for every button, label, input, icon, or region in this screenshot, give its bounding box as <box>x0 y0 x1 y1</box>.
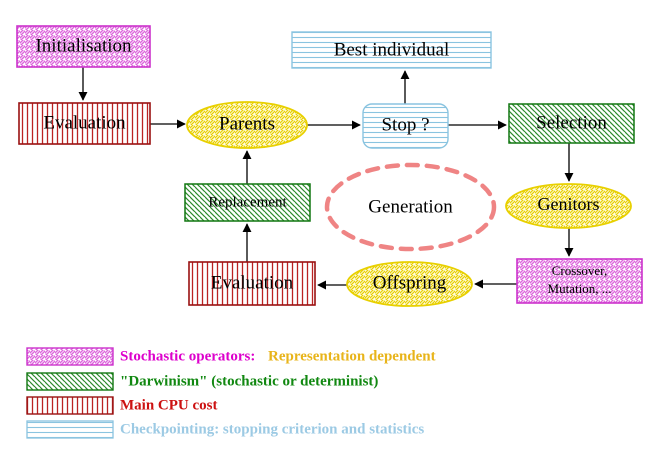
node-generation: Generation <box>324 162 497 252</box>
best-individual-box[interactable] <box>291 31 492 69</box>
stop-box[interactable] <box>362 103 449 149</box>
genitors-ellipse[interactable] <box>505 183 632 229</box>
node-offspring[interactable]: Offspring <box>346 261 473 307</box>
node-stop[interactable]: Stop ? <box>362 103 449 149</box>
legend-item-darwinism: "Darwinism" (stochastic or determinist) <box>26 372 378 391</box>
selection-box[interactable] <box>508 103 635 144</box>
legend-label-main-cpu-cost: Main CPU cost <box>120 397 218 413</box>
evaluation-top-box[interactable] <box>18 102 151 145</box>
stop-label: Stop ? <box>381 114 429 135</box>
legend-swatch-horizontal <box>26 420 114 439</box>
node-crossover-mutation[interactable]: Crossover, Mutation, ... <box>516 258 643 304</box>
crossover-label-line2: Mutation, ... <box>548 281 612 296</box>
parents-label: Parents <box>219 113 275 134</box>
node-selection[interactable]: Selection <box>508 103 635 144</box>
legend-item-checkpointing: Checkpointing: stopping criterion and st… <box>26 420 424 439</box>
generation-ellipse <box>324 162 497 252</box>
evaluation-bottom-label: Evaluation <box>211 272 294 293</box>
legend-swatch-vertical <box>26 396 114 415</box>
evaluation-bottom-box[interactable] <box>188 261 316 306</box>
legend-item-stochastic-operators: Stochastic operators: Representation dep… <box>26 347 436 366</box>
legend: Stochastic operators: Representation dep… <box>26 347 436 439</box>
node-parents[interactable]: Parents <box>186 101 308 149</box>
node-evaluation-top[interactable]: Evaluation <box>18 102 151 145</box>
legend-label-checkpointing: Checkpointing: stopping criterion and st… <box>120 421 424 437</box>
node-replacement[interactable]: Replacement <box>184 183 311 222</box>
offspring-label: Offspring <box>373 272 447 293</box>
node-genitors[interactable]: Genitors <box>505 183 632 229</box>
best-individual-label: Best individual <box>334 39 450 60</box>
initialisation-label: Initialisation <box>35 35 132 56</box>
evaluation-top-label: Evaluation <box>43 112 126 133</box>
replacement-label: Replacement <box>208 194 287 210</box>
crossover-box[interactable] <box>516 258 643 304</box>
legend-item-main-cpu-cost: Main CPU cost <box>26 396 218 415</box>
generation-label: Generation <box>368 196 453 217</box>
genitors-label: Genitors <box>538 194 600 214</box>
initialisation-box[interactable] <box>16 25 151 68</box>
crossover-label-line1: Crossover, <box>552 263 607 278</box>
legend-label-darwinism: "Darwinism" (stochastic or determinist) <box>120 373 378 389</box>
legend-label-stochastic-operators: Stochastic operators: <box>120 348 255 364</box>
edges-layer <box>78 67 574 290</box>
offspring-ellipse[interactable] <box>346 261 473 307</box>
legend-swatch-diagonal-forward <box>26 347 114 366</box>
node-evaluation-bottom[interactable]: Evaluation <box>188 261 316 306</box>
parents-ellipse[interactable] <box>186 101 308 149</box>
legend-label-representation-dependent: Representation dependent <box>268 348 436 364</box>
replacement-box[interactable] <box>184 183 311 222</box>
legend-swatch-diagonal-back <box>26 372 114 391</box>
selection-label: Selection <box>536 112 607 133</box>
node-initialisation[interactable]: Initialisation <box>16 25 151 68</box>
node-best-individual[interactable]: Best individual <box>291 31 492 69</box>
